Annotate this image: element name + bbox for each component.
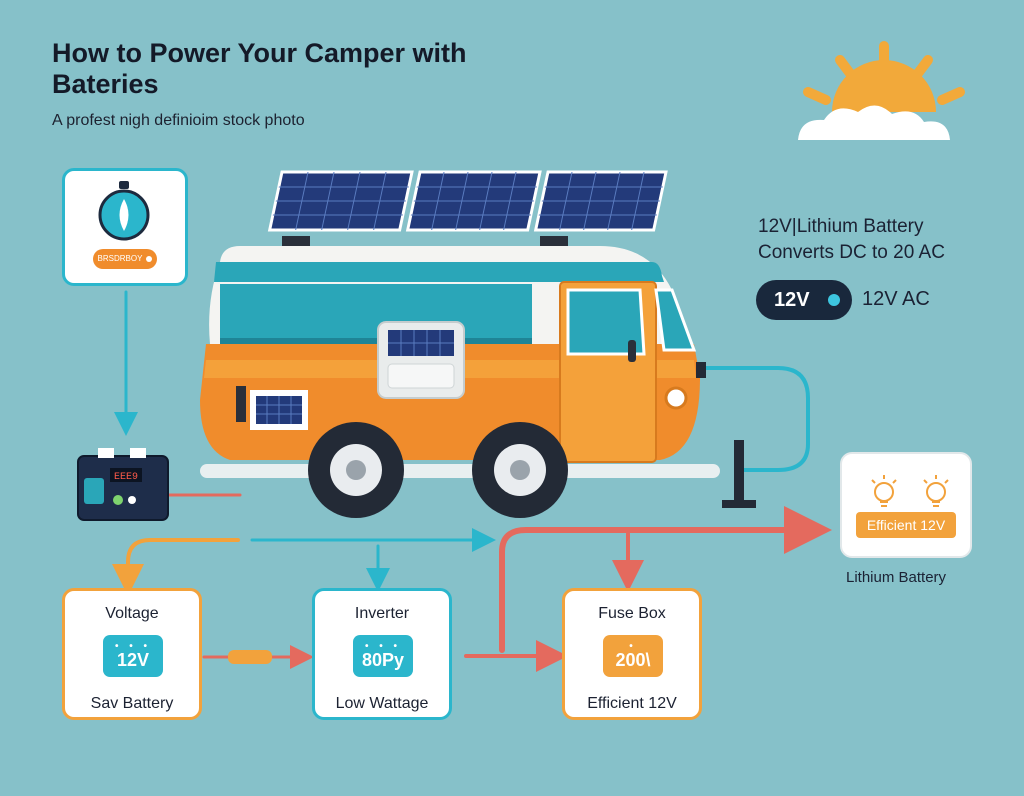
- battery-monitor-icon: [93, 181, 157, 269]
- shore-power-cable: [698, 366, 810, 472]
- toggle-right-label: 12V AC: [862, 288, 930, 310]
- efficient-label: Efficient 12V: [856, 512, 956, 538]
- battery-monitor-card: BRSDRBOY: [62, 168, 188, 286]
- spec-title: 12V|Lithium Battery: [758, 216, 924, 237]
- voltage-title: Voltage: [105, 605, 159, 622]
- fuse-connector: [228, 650, 272, 664]
- fuse-footer: Efficient 12V: [587, 695, 677, 712]
- display-dots: • • •: [114, 641, 152, 652]
- light-bulb-icon: [871, 475, 949, 507]
- spec-subtitle: Converts DC to 20 AC: [758, 242, 945, 263]
- voltage-toggle-label: 12V: [774, 288, 810, 311]
- inverter-card: Inverter • • • 80Py Low Wattage: [312, 588, 452, 720]
- fuse-display: • 200\: [603, 635, 663, 677]
- inverter-footer: Low Wattage: [335, 695, 429, 712]
- cloud-icon: [798, 105, 950, 140]
- charge-controller-icon: EEE9: [77, 448, 169, 521]
- display-dots: •: [629, 641, 637, 652]
- fuse-card: Fuse Box • 200\ Efficient 12V: [562, 588, 702, 720]
- display-dots: • • •: [364, 641, 402, 652]
- toggle-dot: [828, 294, 840, 306]
- efficient-card: Efficient 12V: [840, 452, 972, 558]
- camper-van-icon: [200, 246, 756, 518]
- fuse-title: Fuse Box: [598, 605, 666, 622]
- feed-to-battery: [499, 506, 832, 653]
- controller-display: EEE9: [114, 472, 138, 483]
- voltage-display: • • • 12V: [103, 635, 163, 677]
- inverter-title: Inverter: [354, 605, 410, 622]
- solar-panel-icon: [267, 170, 668, 248]
- voltage-footer: Sav Battery: [90, 695, 174, 712]
- page-subtitle: A profest nigh definioim stock photo: [52, 112, 305, 129]
- sun-icon: [803, 41, 965, 112]
- lithium-caption: Lithium Battery: [846, 569, 947, 586]
- link-to-voltage: [112, 538, 240, 596]
- inverter-value: 80Py: [361, 650, 405, 670]
- voltage-toggle[interactable]: 12V: [756, 280, 852, 320]
- inverter-display: • • • 80Py: [353, 635, 413, 677]
- page-title: How to Power Your Camper with Bateries: [52, 38, 467, 99]
- voltage-value: 12V: [116, 650, 150, 670]
- fuse-value: 200\: [615, 650, 651, 670]
- voltage-card: Voltage • • • 12V Sav Battery: [62, 588, 202, 720]
- battery-monitor-tag: BRSDRBOY: [97, 254, 143, 263]
